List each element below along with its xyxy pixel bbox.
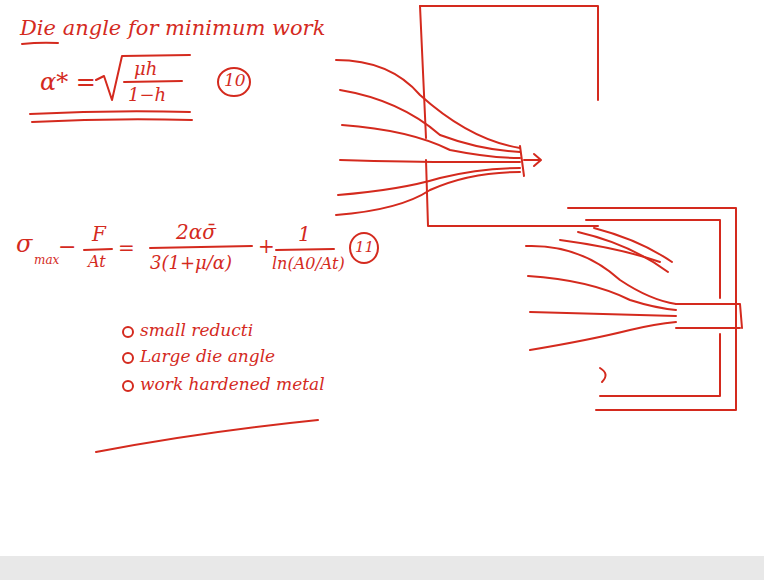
flow-line: [340, 90, 520, 152]
formula-text: −: [58, 236, 76, 258]
bullet: [123, 353, 133, 363]
bullet-text: work hardened metal: [140, 376, 325, 393]
formula-text: ln(A0/At): [272, 256, 345, 272]
formula-text: 2ασ̄: [176, 222, 216, 242]
formula-text: 3(1+μ/α): [150, 254, 232, 272]
fraction-bar: [124, 81, 182, 82]
title: Die angle for minimum work: [20, 18, 325, 39]
pull-arrow: [524, 154, 541, 166]
dead-zone: [594, 228, 672, 262]
flow-line: [528, 276, 676, 310]
fraction-bar: [276, 249, 334, 250]
flow-line: [526, 246, 676, 304]
formula-text: F: [92, 224, 106, 244]
bottom-bar: [0, 556, 764, 580]
formula-text: At: [88, 254, 106, 270]
die-block: [420, 6, 598, 100]
bullet-text: small reducti: [140, 322, 253, 339]
flow-line: [336, 172, 520, 215]
die-block: [426, 160, 598, 226]
wire-end: [520, 146, 524, 176]
formula-text: α* =: [40, 70, 96, 94]
formula-text: =: [118, 238, 135, 258]
flow-line: [530, 312, 676, 316]
double-underline: [30, 111, 190, 114]
die-face: [420, 6, 426, 138]
equation-circle: [350, 233, 378, 263]
flow-line: [530, 322, 676, 350]
dead-zone: [560, 240, 660, 262]
bullet: [123, 381, 133, 391]
fraction-bar: [150, 246, 252, 248]
flow-line: [342, 125, 520, 158]
die-housing: [568, 208, 736, 410]
formula-text: μh: [134, 60, 157, 78]
formula-text: σ: [16, 232, 32, 256]
flow-line: [340, 160, 520, 162]
equation-number: 11: [355, 240, 374, 255]
bullet-text: Large die angle: [140, 348, 275, 365]
die-block: [600, 334, 720, 396]
die-mark: [600, 368, 606, 382]
formula-text: 1−h: [128, 86, 166, 104]
equation-number: 10: [224, 72, 246, 89]
title-underline: [22, 43, 58, 44]
flow-line: [336, 60, 520, 148]
fraction-bar: [84, 249, 112, 250]
bullet: [123, 327, 133, 337]
equation-circle: [218, 68, 250, 96]
formula-text: max: [34, 254, 59, 266]
formula-text: 1: [298, 224, 311, 244]
underline: [96, 420, 318, 452]
double-underline: [32, 119, 192, 122]
wire-exit: [676, 304, 742, 328]
formula-text: +: [258, 236, 275, 256]
